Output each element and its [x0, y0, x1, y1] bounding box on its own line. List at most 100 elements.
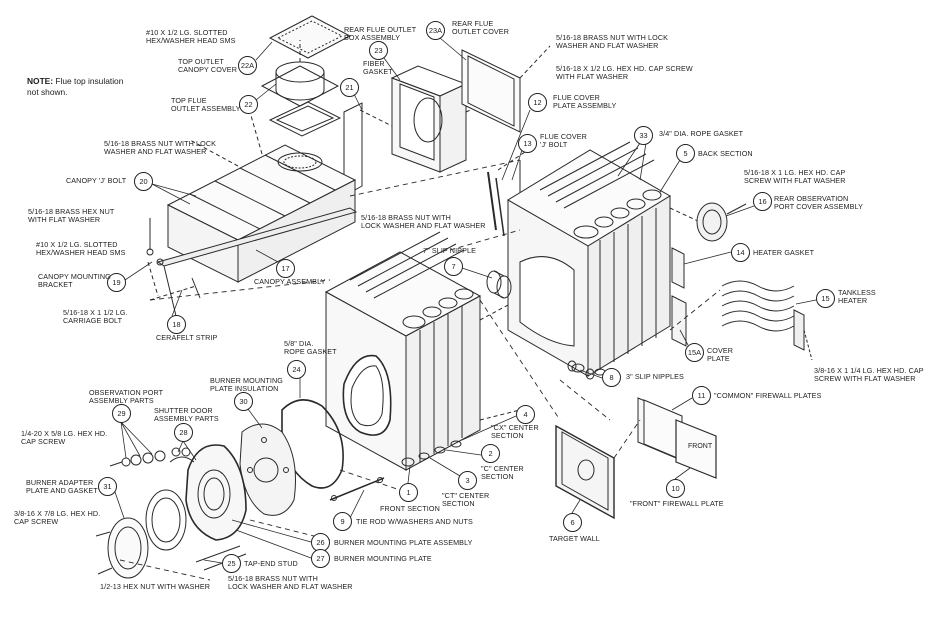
note: NOTE: Flue top insulation not shown.: [27, 76, 123, 97]
part-label: TAP-END STUD: [244, 559, 298, 568]
part-label: BURNER MOUNTING PLATE: [334, 554, 432, 563]
callout-10: 10: [666, 479, 685, 498]
shutter-door-parts: [169, 447, 195, 463]
part-label: 5/16-18 X 1 LG. HEX HD. CAP SCREW WITH F…: [744, 168, 846, 186]
part-label: CANOPY ASSEMBLY: [254, 277, 326, 286]
part-label: 5/16-18 BRASS NUT WITH LOCK WASHER AND F…: [361, 213, 486, 231]
part-label: CANOPY 'J' BOLT: [66, 176, 127, 185]
part-label: HEATER GASKET: [753, 248, 815, 257]
callout-27: 27: [311, 549, 330, 568]
part-label: 3/8-16 X 7/8 LG. HEX HD. CAP SCREW: [14, 509, 101, 527]
part-label: 1/4-20 X 5/8 LG. HEX HD. CAP SCREW: [21, 429, 108, 447]
part-label: "FRONT" FIREWALL PLATE: [630, 499, 724, 508]
part-label: 5/16-18 BRASS HEX NUT WITH FLAT WASHER: [28, 207, 115, 225]
callout-24: 24: [287, 360, 306, 379]
rope-gasket-5-8: [281, 399, 344, 489]
note-label: NOTE:: [27, 76, 54, 86]
part-label: 5/16-18 X 1/2 LG. HEX HD. CAP SCREW WITH…: [556, 64, 693, 82]
fiber-gasket: [268, 101, 363, 197]
part-label: COVER PLATE: [707, 346, 734, 364]
part-label: 3" SLIP NIPPLES: [626, 372, 684, 381]
part-label: "CT" CENTER SECTION: [442, 491, 490, 509]
part-label: REAR OBSERVATION PORT COVER ASSEMBLY: [774, 194, 863, 212]
part-label: BURNER ADAPTER PLATE AND GASKET: [26, 478, 98, 496]
callout-30: 30: [234, 392, 253, 411]
callout-16: 16: [753, 192, 772, 211]
callout-1: 1: [399, 483, 418, 502]
part-label: TIE ROD W/WASHERS AND NUTS: [356, 517, 473, 526]
callout-7: 7: [444, 257, 463, 276]
part-label: #10 X 1/2 LG. SLOTTED HEX/WASHER HEAD SM…: [146, 28, 236, 46]
callout-12: 12: [528, 93, 547, 112]
top-flue-outlet-assembly: [260, 40, 340, 107]
callout-22: 22: [239, 95, 258, 114]
part-label: 5/16-18 BRASS NUT WITH LOCK WASHER AND F…: [228, 574, 353, 592]
part-label: 1/2-13 HEX NUT WITH WASHER: [100, 582, 211, 591]
callout-15a: 15A: [685, 343, 704, 362]
common-firewall-plates: [637, 397, 683, 461]
part-label: TANKLESS HEATER: [838, 288, 876, 306]
part-label: #10 X 1/2 LG. SLOTTED HEX/WASHER HEAD SM…: [36, 240, 126, 258]
part-label: TARGET WALL: [549, 534, 600, 543]
front-firewall-plate: FRONT: [675, 419, 717, 479]
callout-8: 8: [602, 368, 621, 387]
target-wall: [555, 424, 615, 520]
front-heat-exchanger-block: [324, 231, 521, 471]
callout-17: 17: [276, 259, 295, 278]
callout-5: 5: [676, 144, 695, 163]
burner-adapter-plate-and-gasket: [107, 489, 187, 579]
part-label: FLUE COVER PLATE ASSEMBLY: [553, 93, 617, 111]
part-label: "COMMON" FIREWALL PLATES: [714, 391, 822, 400]
part-label: "C" CENTER SECTION: [481, 464, 524, 482]
slip-nipples-3in: [567, 360, 595, 380]
part-label: 5/16-18 BRASS NUT WITH LOCK WASHER AND F…: [104, 139, 217, 157]
callout-15: 15: [816, 289, 835, 308]
back-heat-exchanger-block: [507, 141, 701, 377]
part-label: 5/8" DIA. ROPE GASKET: [284, 339, 337, 357]
observation-port-parts: [109, 450, 166, 467]
slip-nipple-7in: [486, 270, 512, 299]
callout-33: 33: [634, 126, 653, 145]
burner-mounting-plate: [185, 444, 247, 541]
assembly-lines: [119, 159, 721, 581]
part-label: 7" SLIP NIPPLE: [423, 246, 476, 255]
rear-observation-port-cover: [696, 202, 747, 242]
part-label: 3/4" DIA. ROPE GASKET: [659, 129, 744, 138]
cover-plate: [671, 295, 687, 347]
heater-gasket: [671, 247, 685, 289]
callout-11: 11: [692, 386, 711, 405]
callout-21: 21: [340, 78, 359, 97]
note-text: Flue top insulation not shown.: [27, 76, 124, 97]
callout-23a: 23A: [426, 21, 445, 40]
callout-18: 18: [167, 315, 186, 334]
part-label: "CX" CENTER SECTION: [491, 423, 539, 441]
tie-rod: [329, 477, 385, 501]
part-label: TOP FLUE OUTLET ASSEMBLY: [171, 96, 241, 114]
part-label: BURNER MOUNTING PLATE ASSEMBLY: [334, 538, 473, 547]
callout-25: 25: [222, 554, 241, 573]
callout-20: 20: [134, 172, 153, 191]
part-label: FRONT SECTION: [380, 504, 440, 513]
callout-4: 4: [516, 405, 535, 424]
callout-19: 19: [107, 273, 126, 292]
leader-lines: [114, 37, 817, 564]
part-label: SHUTTER DOOR ASSEMBLY PARTS: [154, 406, 219, 424]
part-label: OBSERVATION PORT ASSEMBLY PARTS: [89, 388, 164, 406]
part-label: 5/16-18 BRASS NUT WITH LOCK WASHER AND F…: [556, 33, 669, 51]
callout-3: 3: [458, 471, 477, 490]
part-label: REAR FLUE OUTLET COVER: [452, 19, 509, 37]
callout-6: 6: [563, 513, 582, 532]
part-label: BACK SECTION: [698, 149, 753, 158]
callout-22a: 22A: [238, 56, 257, 75]
callout-13: 13: [518, 134, 537, 153]
callout-23: 23: [369, 41, 388, 60]
callout-31: 31: [98, 477, 117, 496]
callout-29: 29: [112, 404, 131, 423]
tankless-heater: [721, 280, 813, 361]
part-label: FLUE COVER 'J' BOLT: [540, 132, 587, 150]
part-label: FIBER GASKET: [363, 59, 393, 77]
callout-28: 28: [174, 423, 193, 442]
callout-9: 9: [333, 512, 352, 531]
callout-2: 2: [481, 444, 500, 463]
top-outlet-canopy-cover: [268, 15, 352, 59]
